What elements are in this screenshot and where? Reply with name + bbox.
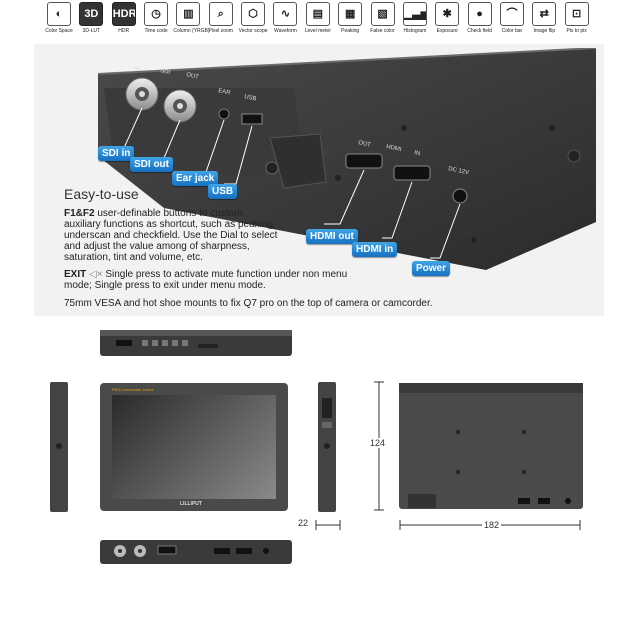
svg-text:DC 12V: DC 12V bbox=[448, 166, 470, 176]
feature-hdr: HDR HDR bbox=[109, 2, 139, 34]
height-dimension: 124 bbox=[370, 438, 386, 448]
vesa-description: 75mm VESA and hot shoe mounts to fix Q7 … bbox=[64, 298, 433, 309]
feature-label: Color bar bbox=[501, 28, 523, 34]
f-keys-label: F1&F2 bbox=[64, 208, 95, 219]
hdmi-in-port bbox=[393, 165, 431, 181]
svg-text:IN: IN bbox=[414, 150, 421, 157]
hot-shoe-mount bbox=[269, 133, 327, 189]
port-recess bbox=[104, 88, 304, 178]
bottom-view bbox=[100, 540, 292, 564]
feature-label: Image flip bbox=[533, 28, 556, 34]
callout-ear-jack: Ear jack bbox=[172, 171, 219, 186]
callout-power: Power bbox=[412, 261, 451, 276]
front-view: PRO Camcorder series LILLIPUT bbox=[100, 383, 288, 511]
feature-label: Check field bbox=[467, 28, 492, 34]
svg-text:USB: USB bbox=[244, 94, 257, 102]
color-space-icon: ◐ bbox=[47, 2, 71, 26]
level-meter-icon: ▤ bbox=[305, 2, 330, 26]
left-side-view bbox=[50, 382, 68, 512]
back-view bbox=[399, 383, 583, 509]
easy-to-use-heading: Easy-to-use bbox=[64, 186, 139, 202]
feature-label: Color Space bbox=[45, 28, 73, 34]
svg-text:IN: IN bbox=[134, 66, 141, 73]
depth-dimension-line bbox=[315, 520, 341, 530]
feature-pix-to-pix: ⊡ Pix to pix bbox=[562, 2, 592, 34]
check-field-icon: ● bbox=[467, 2, 492, 26]
feature-image-flip: ⇄ Image flip bbox=[529, 2, 559, 34]
feature-label: False color bbox=[370, 28, 395, 34]
callout-sdi-out: SDI out bbox=[130, 157, 173, 172]
feature-label: Exposure bbox=[436, 28, 458, 34]
feature-pixel-zoom: ⌕ Pixel zoom bbox=[206, 2, 236, 34]
pix-to-pix-icon: ⊡ bbox=[564, 2, 589, 26]
sdi-out-connector bbox=[163, 89, 197, 123]
feature-label: HDR bbox=[118, 28, 130, 34]
callout-hdmi-in: HDMI in bbox=[352, 242, 398, 257]
feature-label: Time code bbox=[144, 28, 168, 34]
time-code-icon: ◷ bbox=[144, 2, 169, 26]
feature-histogram: ▁▃▅ Histogram bbox=[400, 2, 430, 34]
callout-hdmi-out: HDMI out bbox=[306, 229, 358, 244]
3d-lut-icon: 3D bbox=[79, 2, 104, 26]
waveform-icon: ∿ bbox=[273, 2, 298, 26]
feature-column: ▥ Column (YRGB) bbox=[173, 2, 210, 34]
false-color-icon: ▧ bbox=[370, 2, 395, 26]
svg-text:OUT: OUT bbox=[358, 140, 372, 149]
f-keys-description: F1&F2 user-definable buttons to custom a… bbox=[64, 208, 278, 263]
feature-label: Vector scope bbox=[238, 28, 268, 34]
ear-jack-port bbox=[218, 108, 230, 120]
svg-text:EAR: EAR bbox=[218, 88, 232, 97]
column-icon: ▥ bbox=[176, 2, 201, 26]
dc-power-port bbox=[452, 188, 468, 204]
color-bar-icon: ⌒ bbox=[499, 2, 524, 26]
svg-text:OUT: OUT bbox=[186, 72, 200, 81]
feature-label: Level meter bbox=[304, 28, 331, 34]
feature-label: Pix to pix bbox=[566, 28, 587, 34]
peaking-icon: ▦ bbox=[338, 2, 363, 26]
feature-label: 3D-LUT bbox=[82, 28, 101, 34]
sdi-in-connector bbox=[125, 77, 159, 111]
feature-vector-scope: ⬡ Vector scope bbox=[238, 2, 268, 34]
exit-key-label: EXIT bbox=[64, 269, 87, 280]
feature-false-color: ▧ False color bbox=[368, 2, 398, 34]
depth-dimension: 22 bbox=[298, 518, 309, 528]
feature-peaking: ▦ Peaking bbox=[335, 2, 365, 34]
width-dimension: 182 bbox=[482, 520, 502, 530]
callout-usb: USB bbox=[208, 184, 238, 199]
pixel-zoom-icon: ⌕ bbox=[208, 2, 233, 26]
feature-label: Column (YRGB) bbox=[173, 28, 210, 34]
feature-check-field: ● Check field bbox=[465, 2, 495, 34]
feature-label: Histogram bbox=[403, 28, 427, 34]
feature-time-code: ◷ Time code bbox=[141, 2, 171, 34]
feature-label: Waveform bbox=[274, 28, 297, 34]
feature-color-space: ◐ Color Space bbox=[44, 2, 74, 34]
right-side-view bbox=[318, 382, 336, 512]
exit-key-description: EXIT ◁× Single press to activate mute fu… bbox=[64, 269, 348, 291]
svg-text:HDMI: HDMI bbox=[386, 144, 403, 153]
feature-icon-strip: ◐ Color Space 3D 3D-LUT HDR HDR ◷ Time code ▥ Col… bbox=[44, 2, 594, 38]
hdr-icon: HDR bbox=[111, 2, 136, 26]
monitor-screen bbox=[112, 395, 276, 499]
usb-port bbox=[241, 113, 263, 125]
svg-text:SDI: SDI bbox=[160, 68, 171, 76]
histogram-icon: ▁▃▅ bbox=[402, 2, 427, 26]
feature-exposure: ✱ Exposure bbox=[432, 2, 462, 34]
monitor-rear-view: IN SDI OUT EAR USB OUT HDMI IN DC 12V bbox=[97, 48, 597, 270]
callout-sdi-in: SDI in bbox=[98, 146, 135, 161]
top-view bbox=[100, 330, 292, 356]
feature-label: Peaking bbox=[341, 28, 360, 34]
exposure-icon: ✱ bbox=[435, 2, 460, 26]
mute-icon: ◁× bbox=[89, 269, 103, 280]
feature-color-bar: ⌒ Color bar bbox=[497, 2, 527, 34]
image-flip-icon: ⇄ bbox=[532, 2, 557, 26]
hdmi-out-port bbox=[345, 153, 383, 169]
vector-scope-icon: ⬡ bbox=[241, 2, 266, 26]
brand-logo: LILLIPUT bbox=[180, 501, 202, 507]
feature-3d-lut: 3D 3D-LUT bbox=[76, 2, 106, 34]
feature-level-meter: ▤ Level meter bbox=[303, 2, 333, 34]
feature-label: Pixel zoom bbox=[208, 28, 233, 34]
feature-waveform: ∿ Waveform bbox=[270, 2, 300, 34]
